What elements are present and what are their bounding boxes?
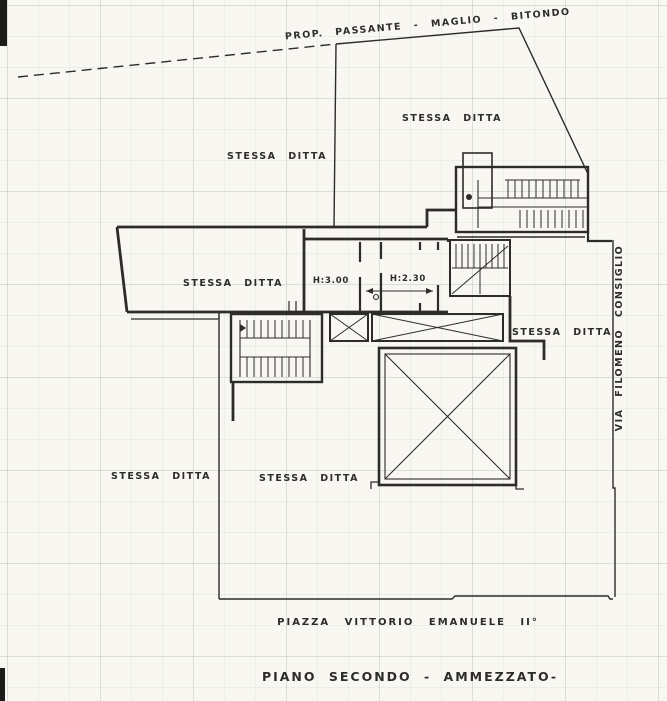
- street-line-right: [612, 240, 616, 597]
- stairwell-small: [449, 239, 511, 297]
- scan-artifact-top-left: [0, 0, 7, 46]
- stair-direction-arrow: [240, 324, 246, 332]
- shaft-wide: [371, 313, 504, 342]
- stair-landing-lines: [452, 267, 508, 294]
- wall-right-region-left: [508, 296, 546, 360]
- shaft-cross: [384, 353, 511, 480]
- stair-treads-lower: [519, 210, 584, 228]
- stair-entry-stubs: [288, 301, 297, 314]
- wall-link-to-stair: [425, 208, 457, 227]
- street-label-right: VIA FILOMENO CONSIGLIO: [614, 245, 625, 431]
- parcel-label-upper-left: STESSA DITTA: [227, 151, 327, 162]
- parcel-label-wing: STESSA DITTA: [183, 278, 283, 289]
- wall-stair-to-street: [586, 232, 612, 243]
- property-line-left: [333, 43, 337, 228]
- parcel-label-right: STESSA DITTA: [512, 327, 612, 338]
- dimension-arrow: [366, 288, 433, 301]
- stairwell-top-right: [454, 152, 590, 234]
- shaft-border: [371, 313, 504, 342]
- property-owner-label: PROP. PASSANTE - MAGLIO - BITONDO: [285, 7, 571, 43]
- parcel-label-top: STESSA DITTA: [402, 113, 502, 124]
- street-lines: [218, 240, 616, 600]
- building-walls: [115, 208, 612, 421]
- wall-left-slant: [115, 226, 129, 313]
- stair-outer-wall: [449, 239, 511, 297]
- shaft-cross: [329, 313, 369, 342]
- stair-treads-upper: [246, 320, 304, 338]
- scan-artifact-bottom-left: [0, 668, 5, 701]
- labels: PROP. PASSANTE - MAGLIO - BITONDO STESSA…: [111, 7, 625, 684]
- dashed-extension-line: [17, 43, 337, 78]
- street-line-bottom: [219, 595, 613, 600]
- parcel-label-bottom-mid: STESSA DITTA: [259, 473, 359, 484]
- arrowhead-right: [426, 288, 433, 294]
- shaft-large: [370, 346, 524, 490]
- partition-walls: [358, 239, 450, 312]
- shaft-small: [329, 313, 369, 342]
- door-symbol: [372, 293, 380, 301]
- shaft-cross: [371, 313, 504, 342]
- shaft-base-notches: [370, 481, 524, 490]
- stair-treads: [455, 244, 505, 268]
- stairwell-left: [229, 301, 324, 384]
- parcel-label-bottom-left: STESSA DITTA: [111, 471, 211, 482]
- stair-newel-dot: [466, 194, 472, 200]
- stair-treads-lower: [246, 357, 304, 377]
- shaft-border-inner: [384, 353, 511, 480]
- drawing-title: PIANO SECONDO - AMMEZZATO-: [262, 669, 558, 684]
- shaft-border: [329, 313, 369, 342]
- stair-landing-lines: [477, 179, 588, 228]
- stair-diagonal: [451, 245, 509, 295]
- property-line-top: [335, 27, 589, 175]
- stair-outer-wall: [454, 165, 590, 234]
- shaft-border-outer: [377, 346, 518, 487]
- property-boundary: [17, 27, 589, 228]
- stair-treads-upper: [507, 180, 579, 198]
- room-height-mezzanine: H:2.30: [390, 274, 426, 284]
- street-label-bottom: PIAZZA VITTORIO EMANUELE II°: [277, 617, 539, 628]
- stair-outer-wall: [229, 312, 324, 384]
- arrowhead-left: [366, 288, 373, 294]
- room-height-main: H:3.00: [313, 276, 349, 286]
